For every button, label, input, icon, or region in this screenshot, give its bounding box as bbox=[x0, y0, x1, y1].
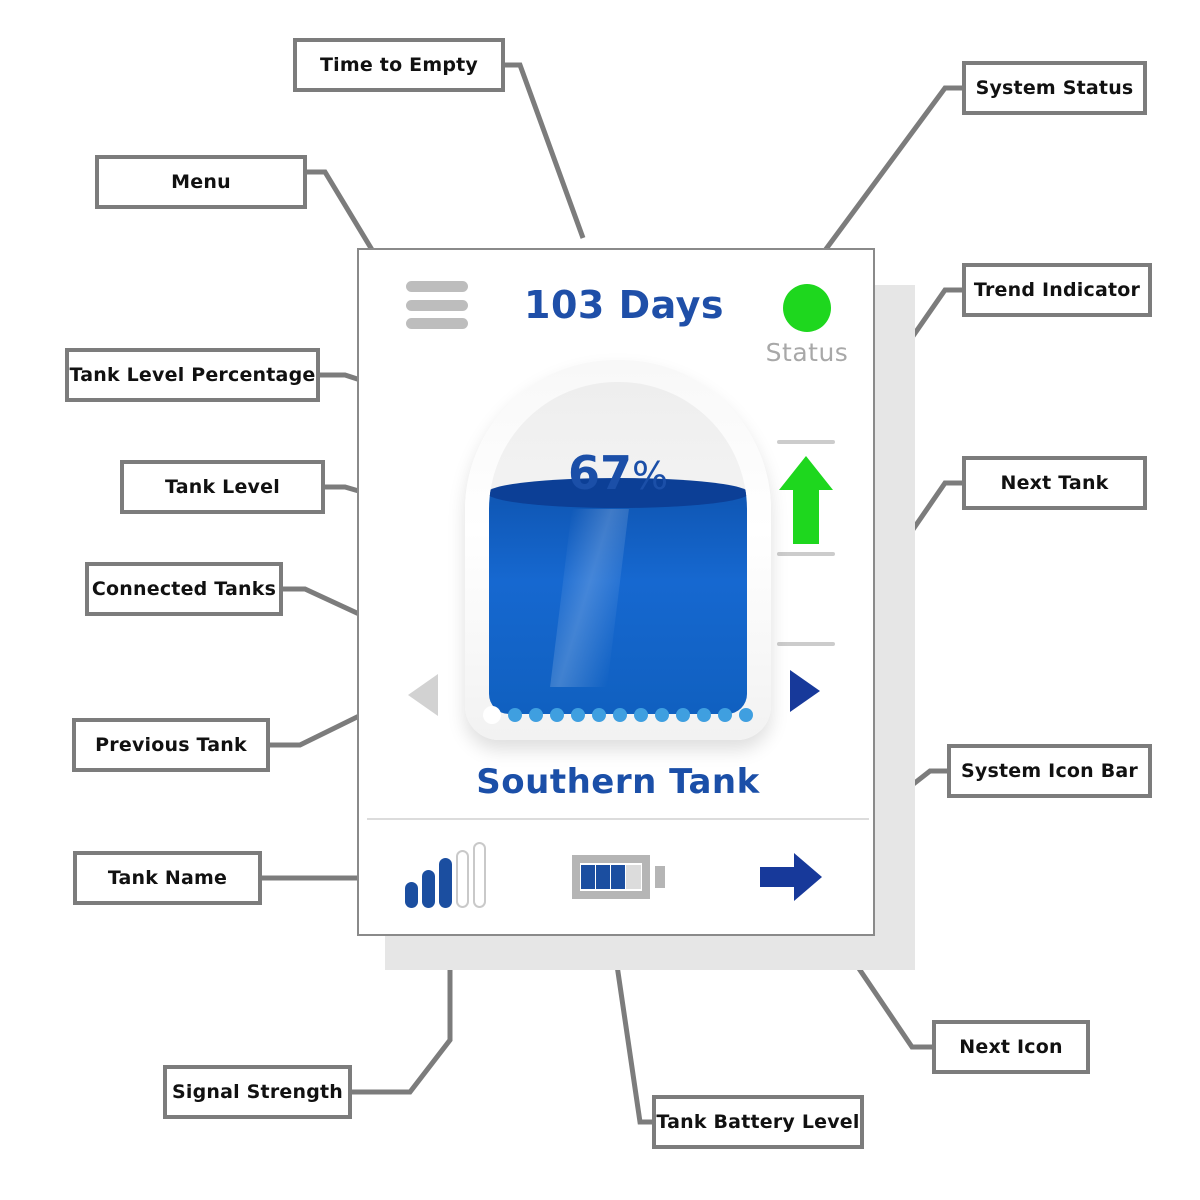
signal-strength-icon bbox=[404, 842, 486, 908]
percent-sign: % bbox=[631, 454, 669, 498]
connected-tank-dot[interactable] bbox=[676, 708, 690, 722]
tank-level-fill bbox=[489, 477, 747, 714]
callout-label: Trend Indicator bbox=[973, 279, 1141, 301]
callout-label: Signal Strength bbox=[171, 1081, 344, 1103]
callout-label: Time to Empty bbox=[320, 54, 478, 76]
connected-tank-dot[interactable] bbox=[483, 706, 501, 724]
callout-label: Tank Level Percentage bbox=[69, 364, 316, 386]
callout-tank-level: Tank Level bbox=[120, 460, 325, 514]
signal-bar-3 bbox=[438, 858, 452, 908]
callout-time-to-empty: Time to Empty bbox=[293, 38, 505, 92]
battery-cell-2 bbox=[595, 865, 610, 889]
callout-tank-battery-level: Tank Battery Level bbox=[652, 1095, 864, 1149]
system-icon-bar bbox=[359, 818, 877, 936]
tank-inner-chamber bbox=[489, 382, 747, 714]
callout-label: Next Tank bbox=[1000, 472, 1109, 494]
tank-name-label: Southern Tank bbox=[476, 762, 760, 802]
connected-tank-dot[interactable] bbox=[550, 708, 564, 722]
battery-body bbox=[571, 855, 650, 899]
callout-label: Next Icon bbox=[959, 1036, 1063, 1058]
trend-up-arrow-icon bbox=[779, 456, 833, 544]
previous-tank-triangle-icon[interactable] bbox=[407, 672, 441, 718]
signal-bar-5 bbox=[472, 842, 486, 908]
connected-tank-dot[interactable] bbox=[655, 708, 669, 722]
callout-label: System Icon Bar bbox=[961, 760, 1138, 782]
callout-tank-name: Tank Name bbox=[73, 851, 262, 905]
callout-label: Menu bbox=[171, 171, 231, 193]
signal-bar-2 bbox=[421, 870, 435, 908]
tank-monitor-device: 103 Days Status bbox=[357, 248, 875, 936]
battery-slot bbox=[532, 855, 705, 899]
callout-label: Tank Level bbox=[165, 476, 280, 498]
connected-tank-dot[interactable] bbox=[613, 708, 627, 722]
callout-label: Tank Name bbox=[107, 867, 228, 889]
connected-tank-dot[interactable] bbox=[634, 708, 648, 722]
connected-tank-dot[interactable] bbox=[508, 708, 522, 722]
callout-system-icon-bar: System Icon Bar bbox=[947, 744, 1152, 798]
rail-divider-bottom bbox=[777, 642, 835, 646]
callout-label: Tank Battery Level bbox=[656, 1111, 860, 1133]
tank-liquid-gloss bbox=[550, 509, 629, 688]
battery-cell-4 bbox=[626, 865, 641, 889]
tank-battery-icon bbox=[571, 855, 665, 899]
battery-cells bbox=[579, 863, 642, 891]
signal-bar-4 bbox=[455, 850, 469, 908]
callout-label: System Status bbox=[975, 77, 1134, 99]
connected-tank-dot[interactable] bbox=[571, 708, 585, 722]
menu-bar-1 bbox=[406, 281, 468, 292]
rail-divider-top bbox=[777, 440, 835, 444]
connected-tank-dot[interactable] bbox=[529, 708, 543, 722]
callout-connected-tanks: Connected Tanks bbox=[85, 562, 283, 616]
connected-tanks-indicator[interactable] bbox=[465, 706, 771, 724]
callout-tank-level-percentage: Tank Level Percentage bbox=[65, 348, 320, 402]
tank-level-percentage-number: 67 bbox=[567, 446, 632, 500]
battery-cell-1 bbox=[580, 865, 595, 889]
connected-tank-dot[interactable] bbox=[592, 708, 606, 722]
hamburger-menu-icon[interactable] bbox=[406, 281, 468, 329]
signal-bar-1 bbox=[404, 882, 418, 908]
time-to-empty-value: 103 Days bbox=[524, 283, 724, 327]
callout-next-icon: Next Icon bbox=[932, 1020, 1090, 1074]
tank-level-percentage: 67% bbox=[465, 446, 771, 500]
connected-tank-dot[interactable] bbox=[697, 708, 711, 722]
callout-menu: Menu bbox=[95, 155, 307, 209]
menu-bar-3 bbox=[406, 318, 468, 329]
status-indicator-icon bbox=[783, 284, 831, 332]
next-tank-triangle-icon[interactable] bbox=[787, 668, 821, 714]
callout-label: Previous Tank bbox=[95, 734, 247, 756]
battery-terminal bbox=[654, 866, 665, 888]
next-icon-slot bbox=[704, 851, 877, 903]
tank-graphic: 67% bbox=[465, 360, 771, 740]
battery-cell-3 bbox=[611, 865, 626, 889]
rail-divider-middle bbox=[777, 552, 835, 556]
callout-next-tank: Next Tank bbox=[962, 456, 1147, 510]
callout-previous-tank: Previous Tank bbox=[72, 718, 270, 772]
next-icon-arrow-icon[interactable] bbox=[758, 851, 824, 903]
callout-trend-indicator: Trend Indicator bbox=[962, 263, 1152, 317]
signal-slot bbox=[359, 842, 532, 908]
connected-tank-dot[interactable] bbox=[718, 708, 732, 722]
menu-bar-2 bbox=[406, 299, 468, 311]
callout-label: Connected Tanks bbox=[91, 578, 277, 600]
callout-signal-strength: Signal Strength bbox=[163, 1065, 352, 1119]
connected-tank-dot[interactable] bbox=[739, 708, 753, 722]
callout-system-status: System Status bbox=[962, 61, 1147, 115]
